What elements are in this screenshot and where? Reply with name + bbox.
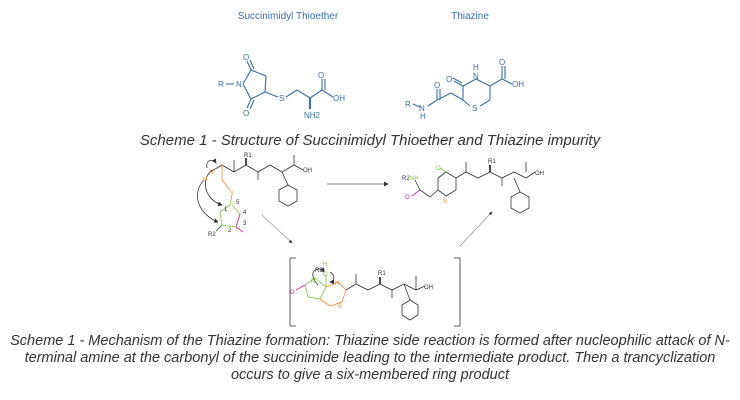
succinimidyl-thioether-structure [226,59,334,110]
atom-r2: R2 [208,232,216,238]
atom-o: O [446,75,452,84]
atom-o: O [243,109,249,118]
atom-o: O [243,53,249,62]
atom-oh: OH [333,94,345,103]
atom-h: H [203,177,207,183]
atom-s: S [338,304,342,310]
atom-h: H [323,262,327,268]
succinimidyl-thioether-title: Succinimidyl Thioether [237,11,339,22]
atom-n: N [419,104,425,113]
mechanism-caption-line: terminal amine at the carbonyl of the su… [24,350,716,366]
structure-caption: Scheme 1 - Structure of Succinimidyl Thi… [139,132,601,149]
atom-r2: R2 [315,268,323,274]
intermediate-structure [289,257,461,327]
thiazine-structure [412,66,513,108]
reaction-arrow [261,214,293,244]
atom-oh: OH [303,168,312,174]
atom-r: R [405,100,411,109]
atom-r1: R1 [378,271,386,277]
atom-o: O [323,272,328,278]
atom-h: H [473,63,479,72]
atom-s: S [279,94,284,103]
atom-o: O [290,290,295,296]
atom-r2: R2 [402,176,410,182]
atom-number-5: 5 [236,200,240,206]
atom-number-3: 3 [243,221,247,227]
atom-o: O [436,166,441,172]
atom-n: N [335,281,339,287]
atom-nh2: NH2 [304,111,321,120]
atom-o: O [434,81,440,90]
atom-oh: OH [512,80,524,89]
atom-o: O [499,58,505,67]
atom-s: S [230,191,234,197]
atom-r1: R1 [244,153,252,159]
thiazine-product-structure [411,162,536,214]
atom-oh: OH [424,285,433,291]
mechanism-caption-line: Scheme 1 - Mechanism of the Thiazine for… [10,333,730,349]
atom-n: N [311,279,315,285]
atom-n: N [209,170,213,176]
atom-s: S [472,104,477,113]
atom-s: S [443,199,447,205]
atom-r: R [218,80,224,89]
atom-n: N [473,72,479,81]
atom-number-4: 4 [243,210,247,216]
atom-o: O [405,195,410,201]
reaction-arrow [459,211,493,247]
atom-r1: R1 [488,159,496,165]
mechanism-caption-line: occurs to give a six-membered ring produ… [230,367,510,383]
atom-h: H [420,112,426,121]
starting-peptide-structure [197,155,304,233]
atom-number-1: 1 [224,207,228,213]
atom-n: N [236,80,242,89]
atom-oh: OH [535,171,544,177]
atom-nh: NH [410,176,419,182]
mechanism-caption: Scheme 1 - Mechanism of the Thiazine for… [0,333,740,384]
atom-number-2: 2 [228,228,232,234]
atom-o: O [318,71,324,80]
thiazine-title: Thiazine [451,11,489,22]
